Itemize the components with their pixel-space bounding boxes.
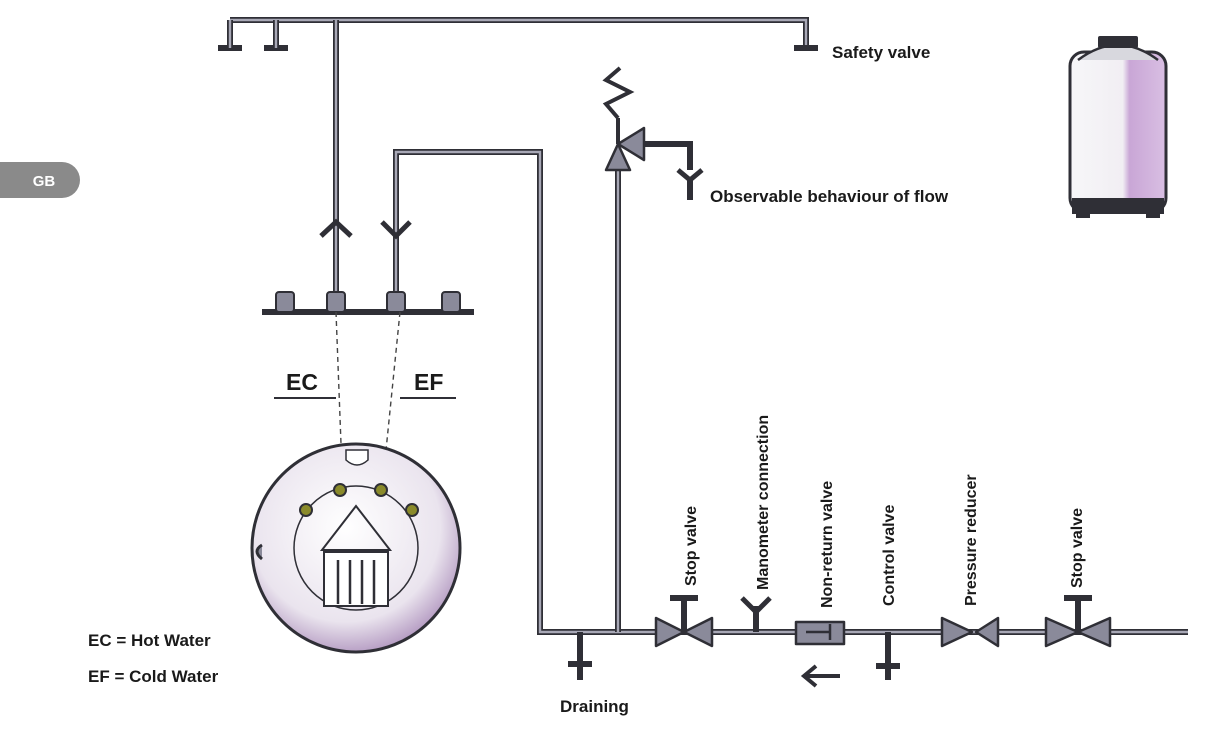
cold-water-line xyxy=(380,149,1188,635)
language-tab-text: GB xyxy=(33,173,56,190)
stop-valve-right-label: Stop valve xyxy=(1069,508,1086,588)
draining-label: Draining xyxy=(560,697,629,716)
legend: EC = Hot Water EF = Cold Water xyxy=(88,631,219,686)
language-tab: GB xyxy=(0,162,80,198)
stop-valve-left-symbol xyxy=(654,595,714,648)
top-manifold xyxy=(218,17,818,51)
pressure-reducer-label: Pressure reducer xyxy=(963,474,980,606)
stop-valve-left-label: Stop valve xyxy=(683,506,700,586)
ef-label: EF xyxy=(400,369,456,399)
draining-tap xyxy=(568,632,592,680)
non-return-valve-symbol xyxy=(794,620,846,688)
hot-water-riser xyxy=(319,20,353,312)
ef-leader xyxy=(383,311,401,471)
safety-valve-label: Safety valve xyxy=(832,43,930,62)
manometer-connection-label: Manometer connection xyxy=(755,415,772,590)
legend-ef: EF = Cold Water xyxy=(88,667,219,686)
stop-valve-right-symbol xyxy=(1044,595,1112,648)
connection-bar xyxy=(262,291,474,315)
non-return-valve-label: Non-return valve xyxy=(819,481,836,608)
manometer-connection-symbol xyxy=(740,596,772,632)
ec-label: EC xyxy=(274,369,336,399)
control-valve-symbol xyxy=(876,632,900,680)
svg-text:EC: EC xyxy=(286,369,318,395)
safety-valve-assembly xyxy=(602,66,704,632)
water-heater-icon xyxy=(1068,36,1168,218)
control-valve-label: Control valve xyxy=(881,505,898,606)
observable-flow-label: Observable behaviour of flow xyxy=(710,187,949,206)
pressure-reducer-symbol xyxy=(940,616,1000,648)
water-heater-bottom-view xyxy=(250,442,462,654)
legend-ec: EC = Hot Water xyxy=(88,631,211,650)
svg-text:EF: EF xyxy=(414,369,443,395)
